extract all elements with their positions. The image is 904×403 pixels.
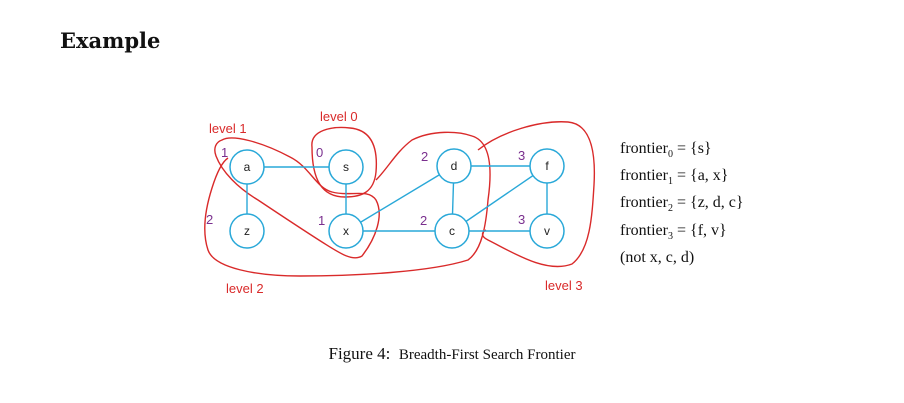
distance-label: 0 xyxy=(316,145,323,160)
distance-label: 1 xyxy=(318,213,325,228)
node-label: z xyxy=(244,224,250,238)
frontier-value: = {f, v} xyxy=(676,221,727,239)
node-circle xyxy=(328,149,364,185)
node-circle xyxy=(229,213,265,249)
node-label: f xyxy=(545,159,549,173)
distance-label: 3 xyxy=(518,212,525,227)
frontier-list: frontier0 = {s} frontier1 = {a, x} front… xyxy=(620,138,744,268)
frontier-name: frontier xyxy=(620,140,668,157)
level-3-label: level 3 xyxy=(545,278,583,293)
frontier-name: frontier xyxy=(620,167,668,185)
level-3-boundary xyxy=(477,121,596,268)
node-label: s xyxy=(343,160,349,174)
node-f: f3 xyxy=(518,148,565,184)
frontier-index: 1 xyxy=(667,176,673,188)
heading: Example xyxy=(60,28,161,53)
distance-label: 1 xyxy=(221,145,228,160)
node-label: a xyxy=(244,160,251,174)
frontier-name: frontier xyxy=(620,221,668,239)
frontier-index: 3 xyxy=(667,230,673,242)
level-0-boundary xyxy=(311,126,378,198)
frontier-line-3: frontier3 = {f, v} xyxy=(620,220,744,247)
node-a: a1 xyxy=(221,145,265,185)
edge-c-f xyxy=(451,165,548,232)
node-circle xyxy=(529,148,565,184)
node-s: s0 xyxy=(316,145,364,185)
node-z: z2 xyxy=(206,212,265,249)
distance-label: 2 xyxy=(420,213,427,228)
node-label: x xyxy=(343,224,349,238)
frontier-value: = {s} xyxy=(676,140,712,157)
node-circle xyxy=(328,213,364,249)
node-circle xyxy=(229,149,265,185)
node-c: c2 xyxy=(420,213,470,249)
level-0-label: level 0 xyxy=(320,109,358,124)
node-circle xyxy=(529,213,565,249)
level-2-label: level 2 xyxy=(226,281,264,296)
frontier-line-2: frontier2 = {z, d, c} xyxy=(620,192,744,219)
frontier-line-1: frontier1 = {a, x} xyxy=(620,165,744,192)
level-2-boundary xyxy=(204,131,491,277)
distance-label: 2 xyxy=(421,149,428,164)
frontier-index: 2 xyxy=(667,203,673,215)
node-d: d2 xyxy=(421,148,472,184)
level-1-boundary xyxy=(214,137,380,259)
frontier-value: = {z, d, c} xyxy=(676,194,744,212)
distance-label: 3 xyxy=(518,148,525,163)
frontier-value: = {a, x} xyxy=(676,167,729,185)
node-label: c xyxy=(449,224,455,238)
node-label: d xyxy=(451,159,458,173)
node-circle xyxy=(436,148,472,184)
frontier-note: (not x, c, d) xyxy=(620,248,695,266)
figure-caption: Figure 4: Breadth-First Search Frontier xyxy=(0,344,904,364)
level-1-label: level 1 xyxy=(209,121,247,136)
frontier-index: 0 xyxy=(667,149,673,161)
edge-x-d xyxy=(345,165,455,232)
caption-text: Breadth-First Search Frontier xyxy=(398,347,576,363)
node-circle xyxy=(434,213,470,249)
node-x: x1 xyxy=(318,213,364,249)
node-v: v3 xyxy=(518,212,565,249)
caption-label: Figure 4: xyxy=(328,344,391,363)
frontier-name: frontier xyxy=(620,194,668,212)
node-label: v xyxy=(544,224,550,238)
frontier-line-0: frontier0 = {s} xyxy=(620,138,744,165)
distance-label: 2 xyxy=(206,212,213,227)
